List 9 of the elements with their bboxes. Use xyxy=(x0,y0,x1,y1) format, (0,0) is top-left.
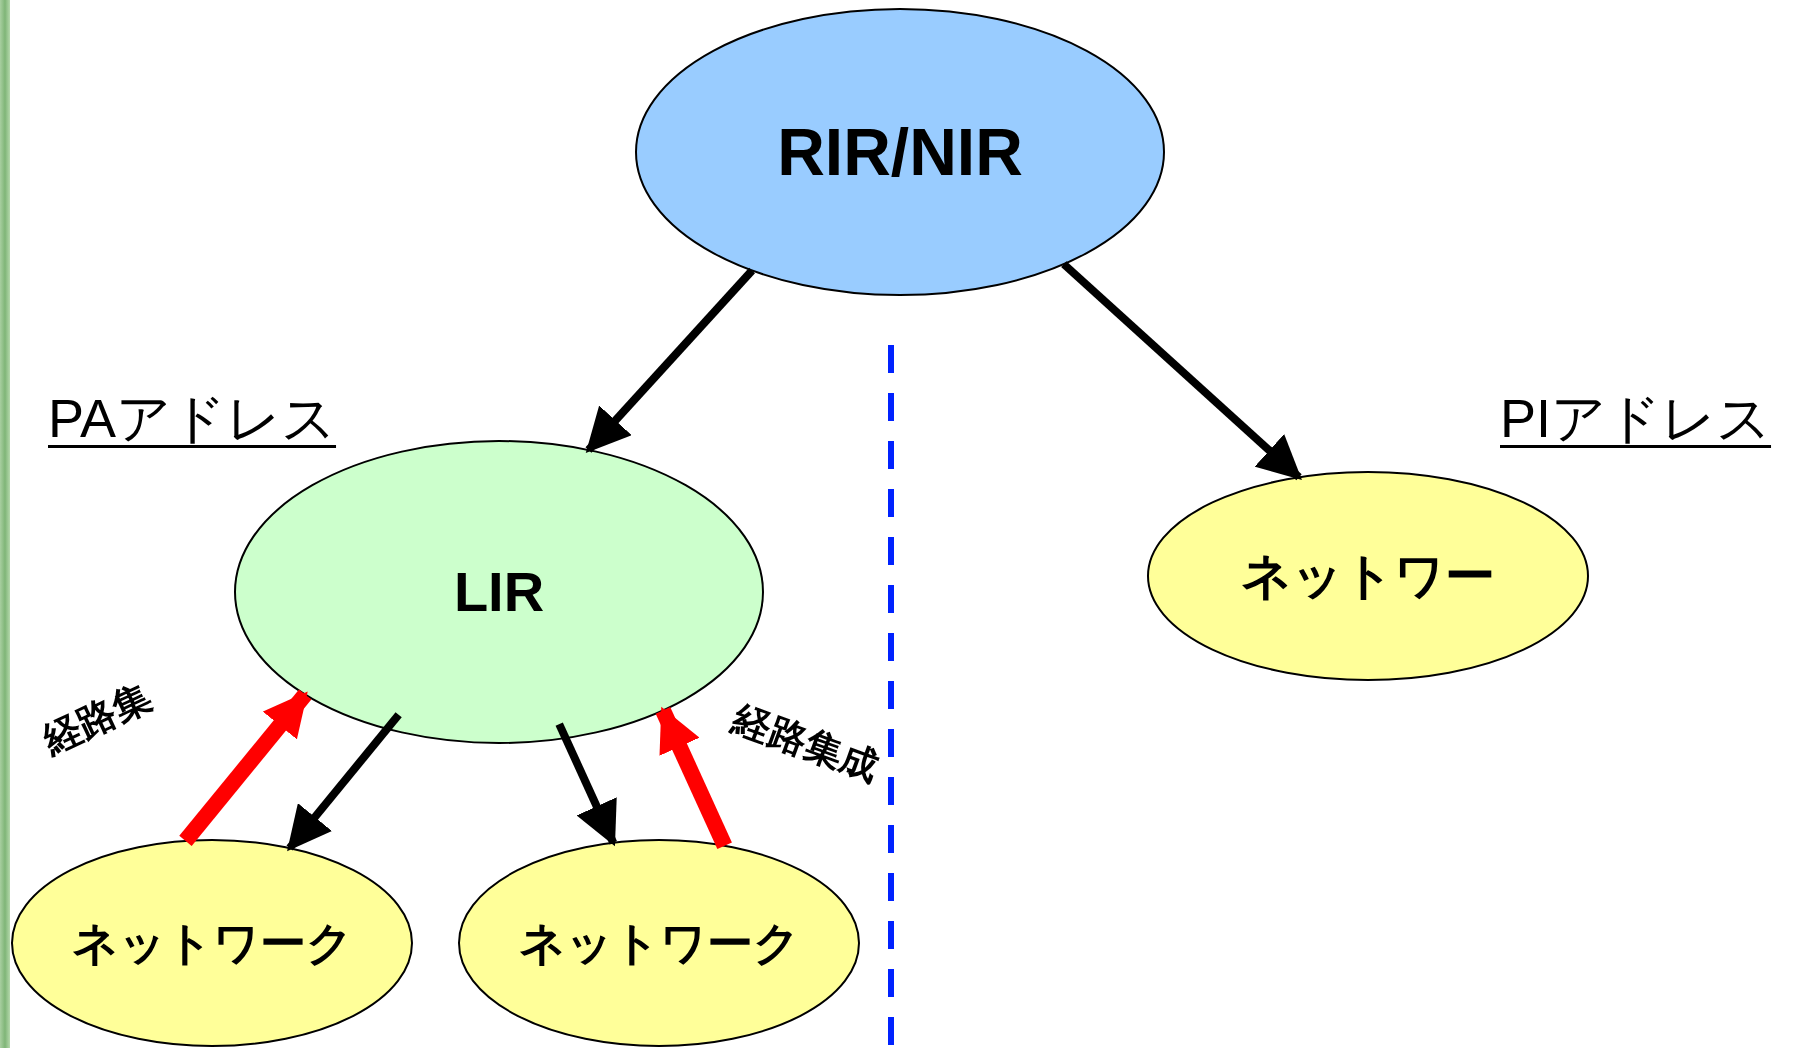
edge-label: 経路集 xyxy=(35,673,159,764)
node-label: ネットワーク xyxy=(518,915,800,971)
section-heading: PIアドレス xyxy=(1500,387,1772,450)
edge-label: 経路集成 xyxy=(726,696,886,791)
node-label: ネットワー xyxy=(1241,546,1495,606)
section-heading: PAアドレス xyxy=(48,387,337,450)
node-label: LIR xyxy=(453,559,545,625)
node-label: RIR/NIR xyxy=(777,113,1023,191)
node-label: ネットワーク xyxy=(71,915,353,971)
